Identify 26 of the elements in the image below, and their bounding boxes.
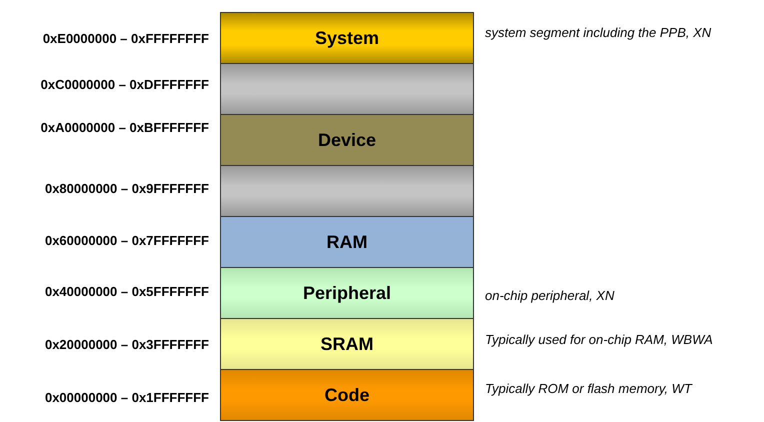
address-range: 0xE0000000 – 0xFFFFFFFF (42, 31, 209, 46)
region-name: Peripheral (302, 282, 392, 304)
address-range: 0x60000000 – 0x7FFFFFFF (44, 233, 209, 248)
region-name: Code (324, 384, 370, 406)
region-name: System (314, 28, 380, 48)
address-range: 0xC0000000 – 0xDFFFFFFF (40, 77, 209, 92)
memory-region (220, 165, 474, 217)
region-description: Typically ROM or flash memory, WT (485, 381, 692, 396)
memory-region (220, 114, 474, 166)
region-name: SRAM (320, 334, 374, 354)
memory-region (220, 267, 474, 319)
region-name: Device (318, 130, 376, 150)
region-description: Typically used for on-chip RAM, WBWA (485, 332, 713, 347)
address-range: 0x00000000 – 0x1FFFFFFF (44, 390, 209, 405)
memory-region (220, 318, 474, 370)
region-description: on-chip peripheral, XN (485, 288, 614, 303)
memory-region (220, 63, 474, 115)
region-name: RAM (326, 232, 368, 252)
memory-region (220, 369, 474, 421)
memory-region (220, 216, 474, 268)
address-range: 0x20000000 – 0x3FFFFFFF (44, 337, 209, 352)
address-range: 0xA0000000 – 0xBFFFFFFF (40, 120, 209, 135)
address-range: 0x40000000 – 0x5FFFFFFF (44, 284, 209, 299)
region-description: system segment including the PPB, XN (485, 25, 712, 40)
address-range: 0x80000000 – 0x9FFFFFFF (44, 181, 209, 196)
memory-region (220, 12, 474, 64)
